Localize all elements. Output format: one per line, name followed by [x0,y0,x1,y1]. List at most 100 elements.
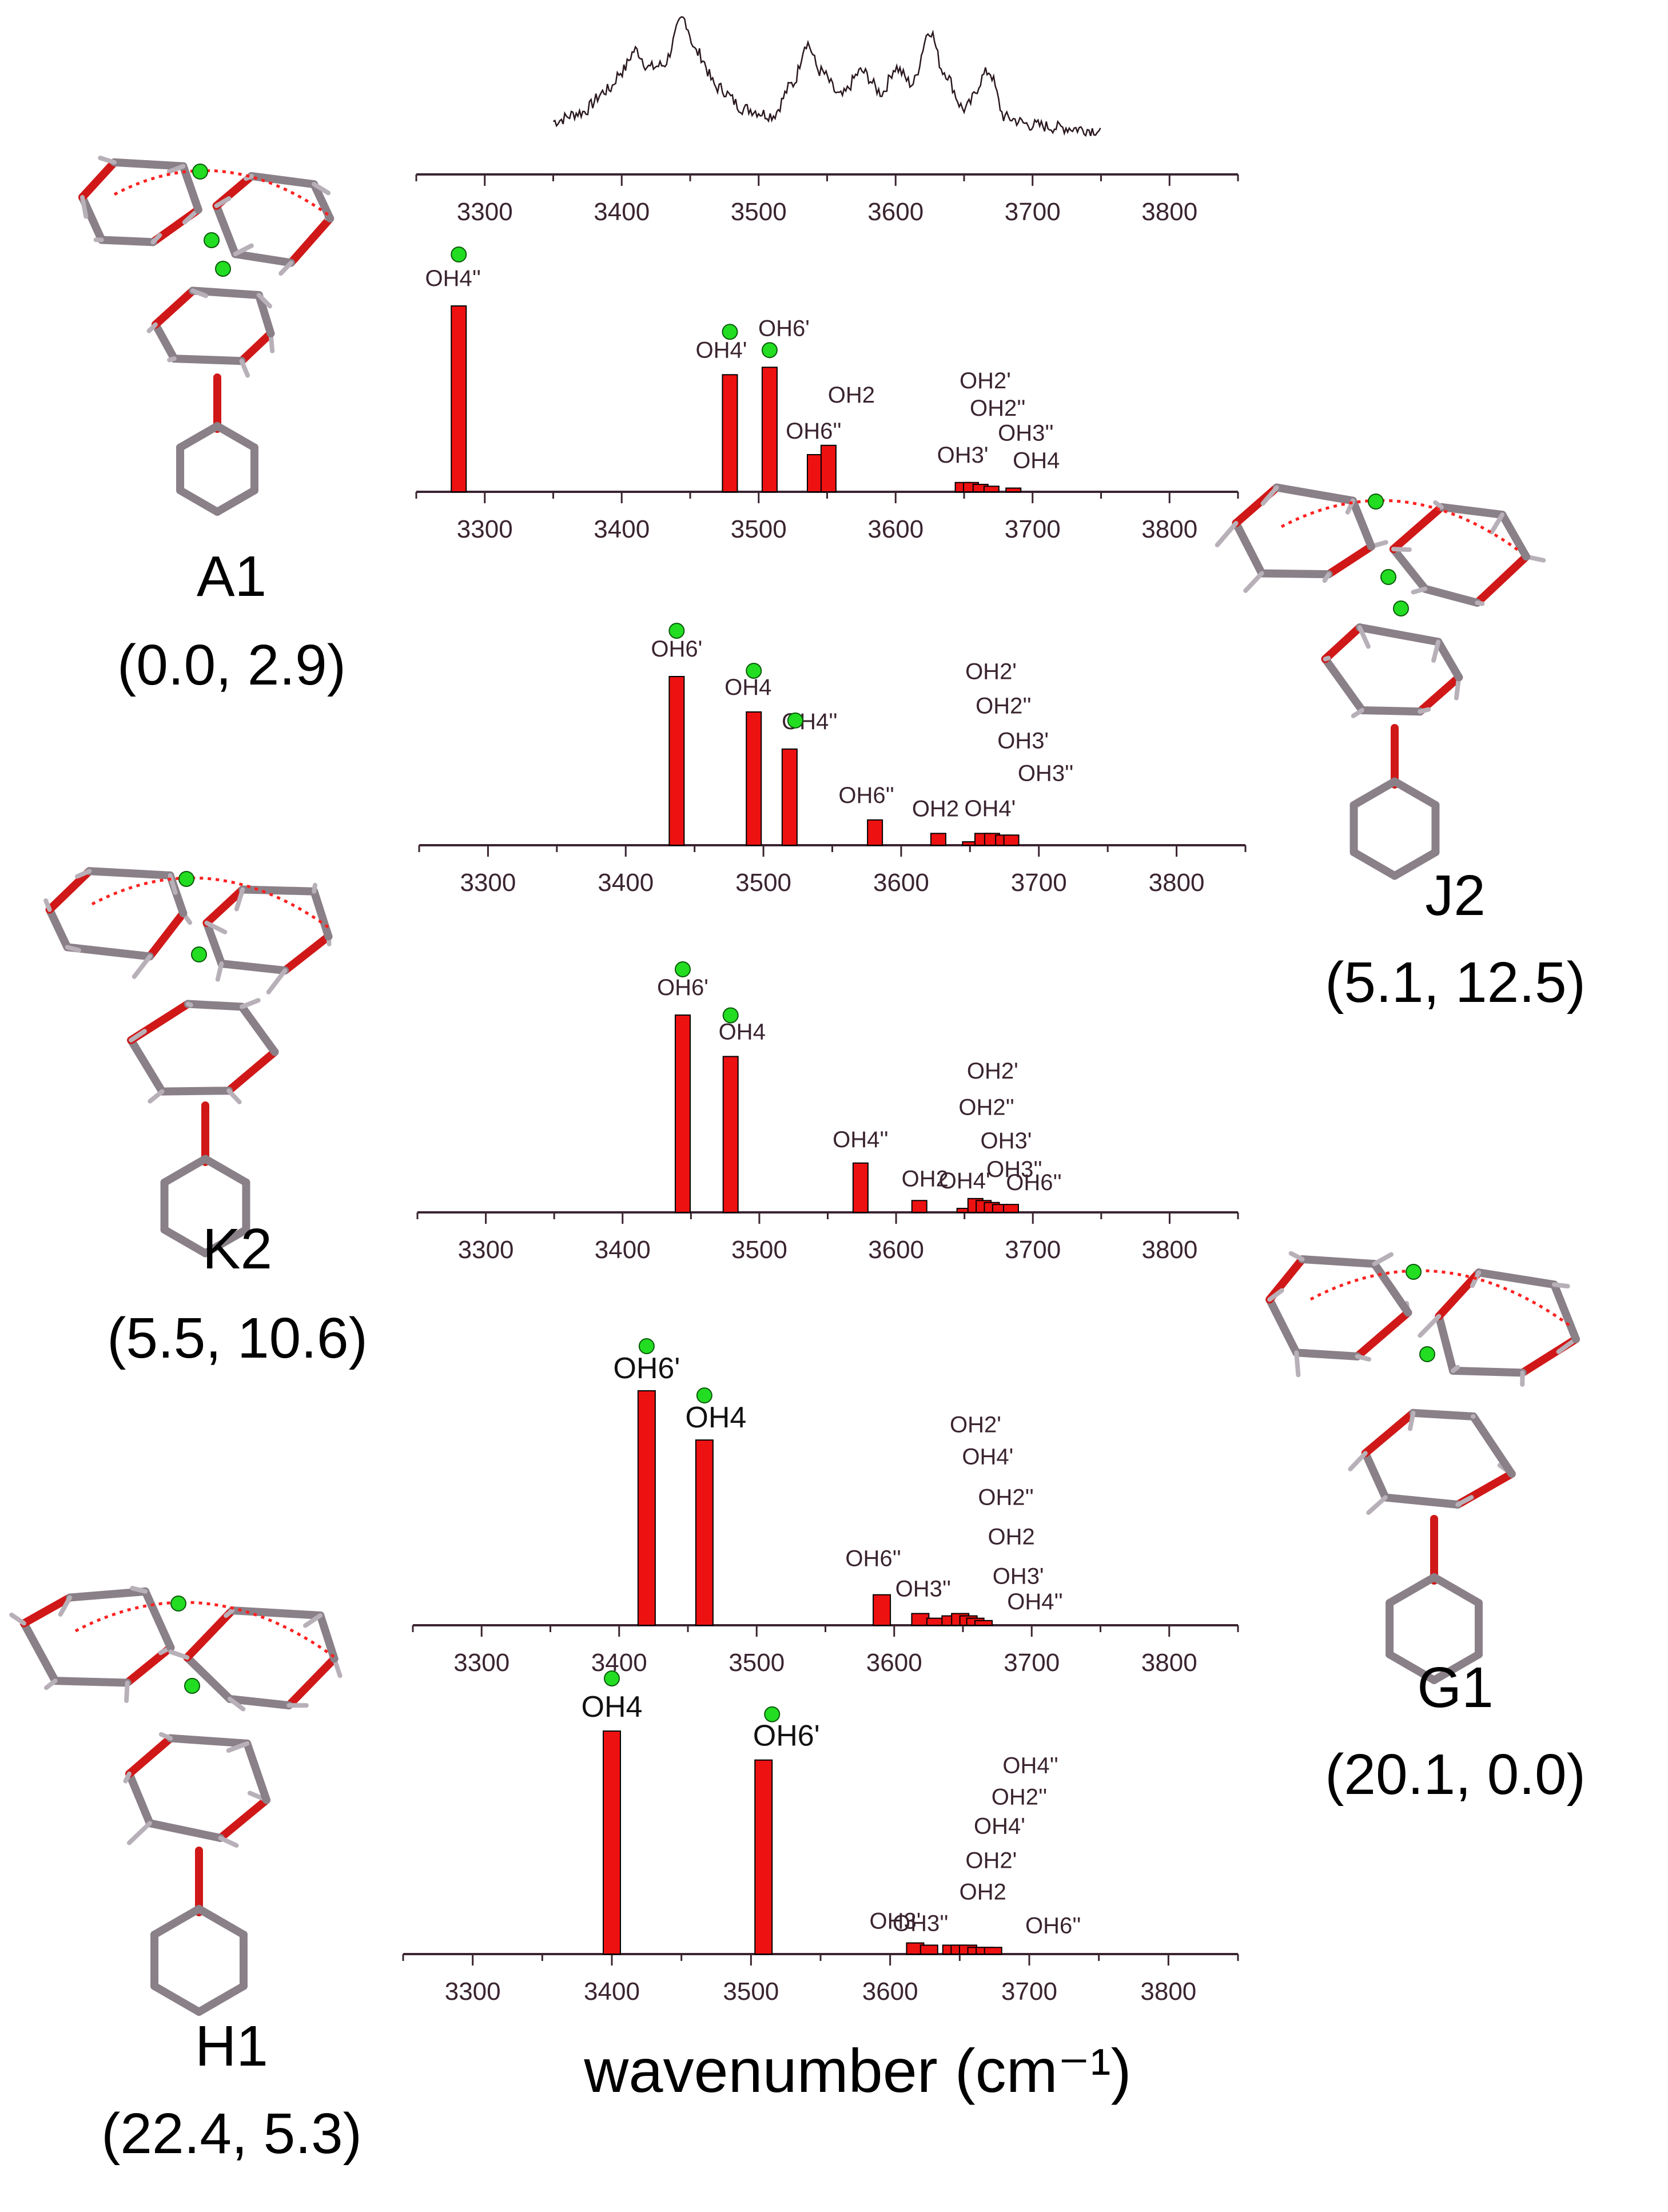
hbond-marker-dot [764,1706,781,1722]
conformer-name-h1: H1 [195,2014,268,2078]
x-tick-label: 3800 [1141,198,1197,226]
bar-oh4p [722,374,738,492]
phenyl-bond [1391,848,1440,880]
bond [202,885,247,927]
x-tick-label: 3400 [595,1236,651,1264]
bond-h [1372,1252,1394,1267]
phenyl-bond [160,1226,209,1258]
hbond-dotted [1280,499,1522,554]
bond-h [1322,572,1331,583]
bond-h [1551,1282,1570,1289]
peak-label: OH4'' [1007,1589,1063,1614]
phenyl-bond [150,1905,203,1939]
peak-label: OH3' [997,728,1049,753]
bond [1449,1366,1527,1377]
molecule-k2 [43,867,333,1258]
bond-h [1431,639,1441,663]
phenyl-bond [1386,1573,1438,1607]
x-tick-label: 3700 [1005,515,1061,543]
bond-h [150,233,162,245]
conformer-name-k2: K2 [202,1217,272,1281]
bond-h [129,1029,147,1043]
hbond-marker-dot [1380,569,1396,585]
bond [1292,1348,1362,1360]
bond-h [278,260,293,276]
hbond-marker-dot [204,232,220,248]
bar-oh3pp [919,1944,938,1955]
hbond-marker-dot [722,324,738,340]
bond-h [98,156,117,165]
bar-oh4pp [781,748,798,846]
phenyl-bond [213,486,258,516]
x-tick-label: 3500 [731,1236,787,1264]
hbond-marker-dot [638,1338,655,1354]
bond [237,329,275,365]
peak-label: OH4 [685,1401,746,1434]
x-tick-label: 3700 [1011,869,1067,897]
phenyl-bond [1430,1650,1483,1684]
bond [202,918,226,968]
bond [243,1739,271,1804]
x-tick-label: 3300 [445,1978,501,2006]
peak-label: OH3'' [893,1911,949,1936]
hbond-dotted [91,876,332,931]
bond-h [132,954,152,979]
bond [285,1654,339,1710]
bond [1381,1493,1462,1509]
bond [247,172,319,189]
peak-label: OH4 [582,1690,643,1724]
bond [1421,584,1482,607]
bar-oh4 [695,1439,714,1626]
bond [1321,623,1364,663]
hbond-marker-dot [1419,1346,1435,1362]
bond [85,867,174,880]
bond [1361,1409,1418,1458]
bond-h [312,882,317,894]
bond-h [1215,520,1239,548]
hbond-marker-dot [192,164,208,180]
bond [1498,511,1531,561]
hbond-marker-dot [604,1670,620,1686]
bond-h [224,1608,235,1618]
bar-oh6p [637,1390,656,1626]
phenyl-bond [1386,1650,1438,1684]
bond-h [226,1741,250,1753]
x-tick-label: 3300 [457,515,513,543]
peak-label: OH6' [613,1352,680,1385]
peak-label: OH2 [960,1879,1006,1904]
x-tick-label: 3400 [584,1978,640,2006]
bar-oh6p [761,367,778,492]
bond-h [1418,707,1431,714]
peak-label: OH2' [960,368,1011,393]
bond [184,1000,246,1011]
x-tick-label: 3600 [866,1649,922,1677]
hbond-marker-dot [696,1387,712,1404]
x-tick-label: 3800 [1141,1236,1197,1264]
peak-label: OH2'' [976,693,1032,718]
bond [170,355,246,365]
bond [1348,496,1376,551]
bond [1473,552,1531,607]
peak-label: OH6'' [845,1546,901,1572]
bond [1298,1255,1379,1268]
phenyl-bond [150,1982,203,2016]
bond-h [1288,1251,1305,1262]
bond [110,158,188,170]
bond-h [79,194,89,219]
peak-label: OH6'' [1006,1170,1062,1195]
bond-h [1475,600,1485,606]
bond [1409,1409,1478,1421]
bond [125,1734,175,1778]
phenyl-bond [1391,777,1440,809]
bond-h [1351,707,1365,718]
bond [1321,655,1367,714]
bond-h [167,356,177,363]
x-tick-label: 3300 [460,869,516,897]
bar-oh6p [754,1759,773,1955]
bar-oh6pp [984,1947,1002,1955]
bond [225,1694,293,1710]
